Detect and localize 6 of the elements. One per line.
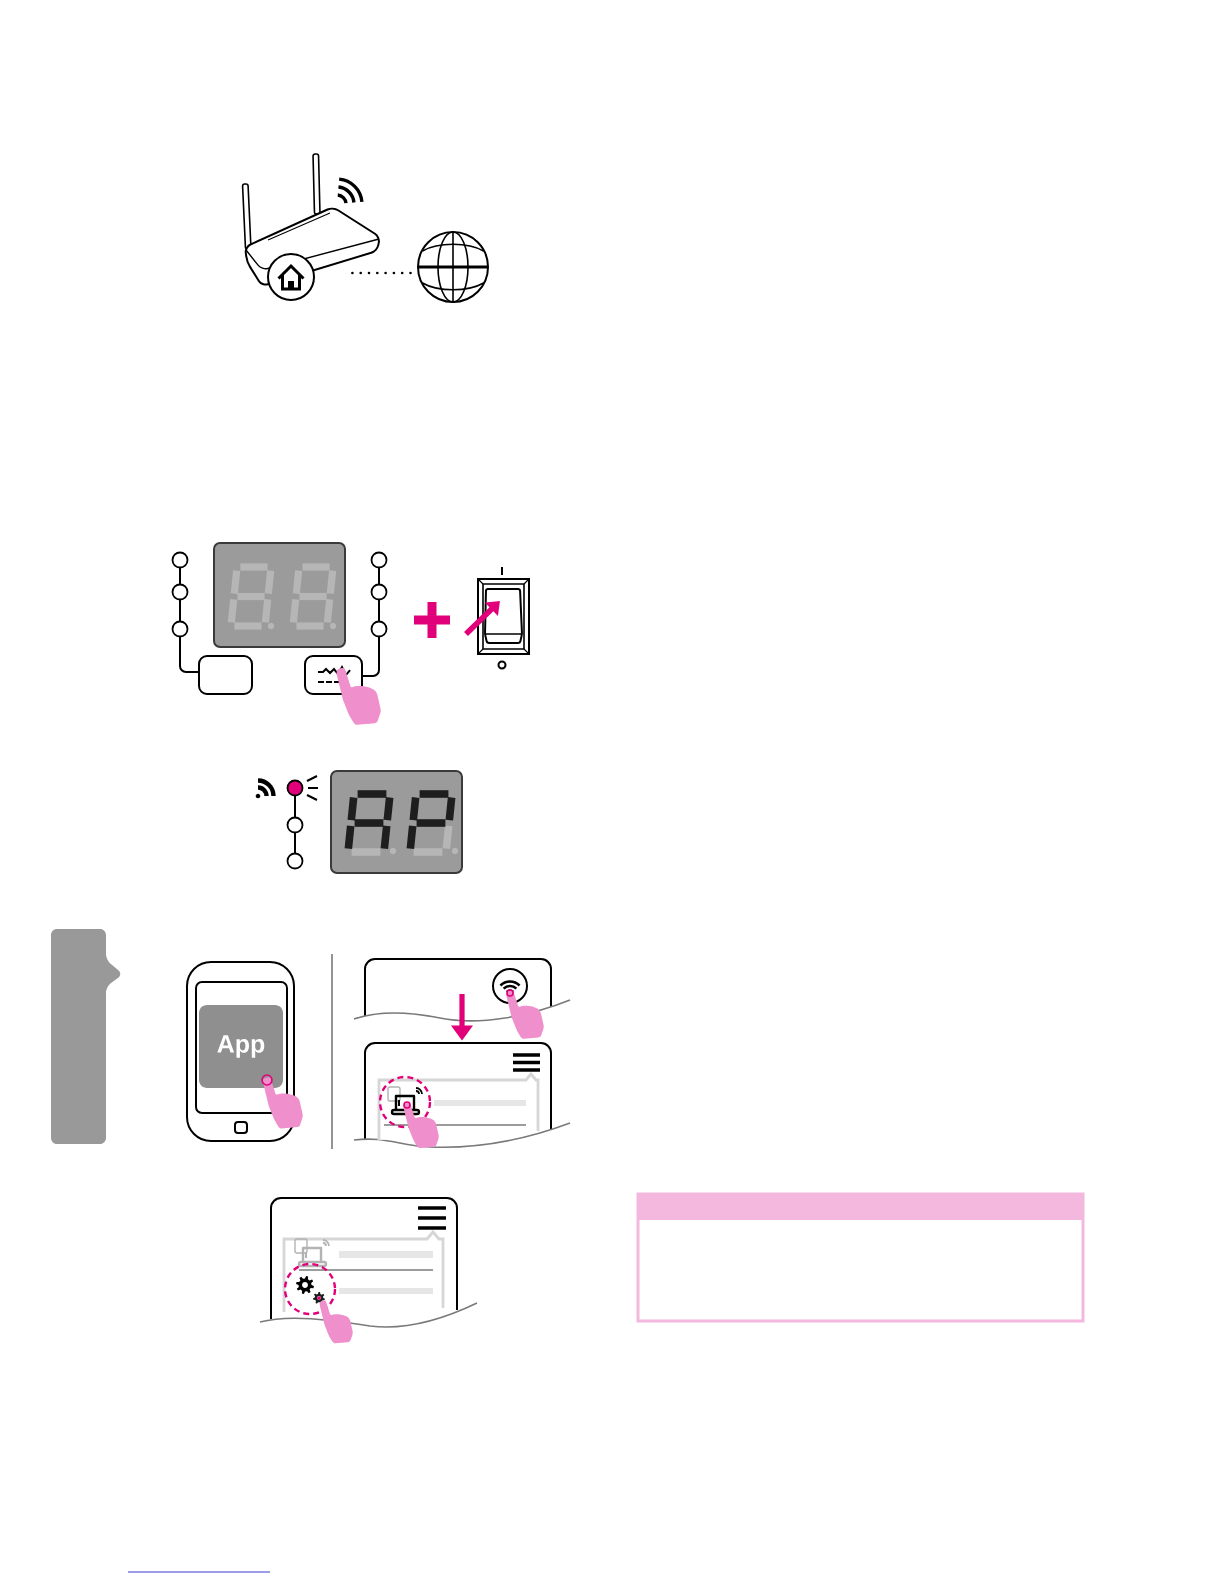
app-screen — [353, 958, 571, 1022]
app-screen — [353, 1042, 571, 1149]
app-tile: App — [199, 1005, 283, 1088]
globe-icon — [417, 231, 489, 303]
side-tab — [51, 929, 121, 1144]
connector-line — [351, 271, 415, 275]
